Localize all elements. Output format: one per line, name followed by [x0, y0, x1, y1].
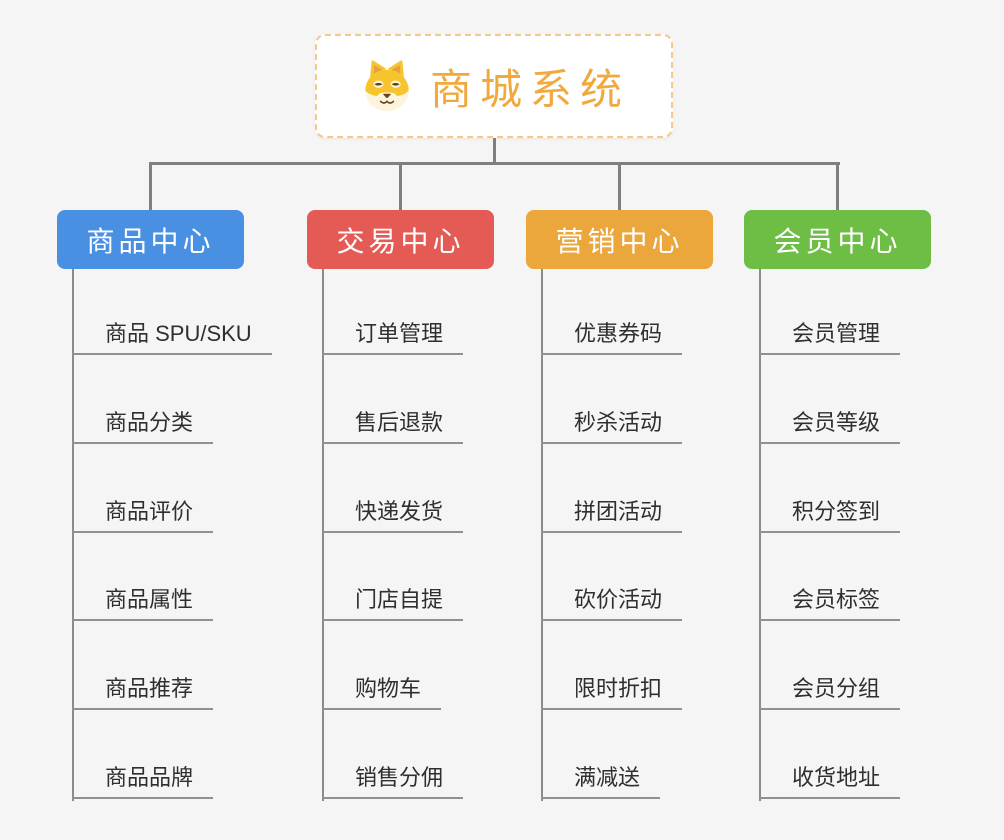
- branch-spine: [759, 269, 761, 801]
- connector-branch-bar: [149, 162, 840, 165]
- connector-drop-marketing: [618, 162, 621, 210]
- node-group-buy[interactable]: 拼团活动: [541, 497, 683, 533]
- node-aftersale-refund[interactable]: 售后退款: [322, 408, 464, 444]
- connector-drop-trade: [399, 162, 402, 210]
- branch-spine: [541, 269, 543, 801]
- node-points-checkin[interactable]: 积分签到: [759, 497, 901, 533]
- node-shipping-address[interactable]: 收货地址: [759, 763, 901, 799]
- node-goods-recommend[interactable]: 商品推荐: [72, 674, 214, 710]
- branch-header-goods-center[interactable]: 商品中心: [57, 210, 244, 269]
- node-goods-category[interactable]: 商品分类: [72, 408, 214, 444]
- node-spend-save[interactable]: 满减送: [541, 763, 661, 799]
- branch-spine: [322, 269, 324, 801]
- node-member-tag[interactable]: 会员标签: [759, 585, 901, 621]
- connector-drop-goods: [149, 162, 152, 210]
- node-member-group[interactable]: 会员分组: [759, 674, 901, 710]
- node-flash-sale[interactable]: 秒杀活动: [541, 408, 683, 444]
- branch-spine: [72, 269, 74, 801]
- node-sales-commission[interactable]: 销售分佣: [322, 763, 464, 799]
- dog-face-icon: [365, 60, 409, 112]
- node-order-management[interactable]: 订单管理: [322, 319, 464, 355]
- node-goods-attribute[interactable]: 商品属性: [72, 585, 214, 621]
- branch-header-marketing-center[interactable]: 营销中心: [526, 210, 713, 269]
- root-node-mall-system[interactable]: 商城系统: [315, 34, 673, 138]
- connector-root-stem: [493, 138, 496, 164]
- branch-header-member-center[interactable]: 会员中心: [744, 210, 931, 269]
- node-limited-discount[interactable]: 限时折扣: [541, 674, 683, 710]
- node-member-management[interactable]: 会员管理: [759, 319, 901, 355]
- node-bargain[interactable]: 砍价活动: [541, 585, 683, 621]
- node-member-level[interactable]: 会员等级: [759, 408, 901, 444]
- node-goods-review[interactable]: 商品评价: [72, 497, 214, 533]
- node-coupon-code[interactable]: 优惠券码: [541, 319, 683, 355]
- root-title: 商城系统: [429, 65, 630, 113]
- node-shopping-cart[interactable]: 购物车: [322, 674, 442, 710]
- node-store-pickup[interactable]: 门店自提: [322, 585, 464, 621]
- node-express-delivery[interactable]: 快递发货: [322, 497, 464, 533]
- node-goods-spu-sku[interactable]: 商品 SPU/SKU: [72, 319, 272, 355]
- node-goods-brand[interactable]: 商品品牌: [72, 763, 214, 799]
- branch-header-trade-center[interactable]: 交易中心: [307, 210, 494, 269]
- connector-drop-member: [836, 162, 839, 210]
